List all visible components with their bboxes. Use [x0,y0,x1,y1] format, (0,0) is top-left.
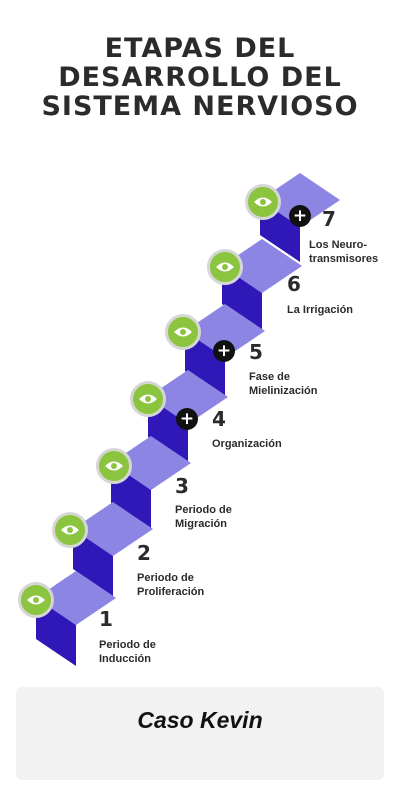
page-title: ETAPAS DEL DESARROLLO DEL SISTEMA NERVIO… [0,34,400,121]
step-3-label-line-1: Periodo de [175,504,232,516]
step-4-label: Organización [212,437,282,451]
title-line-3: SISTEMA NERVIOSO [41,91,359,122]
plus-icon: + [216,341,232,361]
step-7-eye-button[interactable] [245,184,281,220]
step-4-number: 4 [212,407,226,431]
step-1-label: Periodo de Inducción [99,638,156,666]
step-4-eye-button[interactable] [130,381,166,417]
step-5-label: Fase de Mielinización [249,370,317,398]
step-6-number: 6 [287,272,301,296]
title-line-2: DESARROLLO DEL [58,62,342,93]
step-2-label: Periodo de Proliferación [137,571,204,599]
step-3-label-line-2: Migración [175,518,227,530]
plus-icon: + [179,409,195,429]
step-2-eye-button[interactable] [52,512,88,548]
plus-icon: + [292,206,308,226]
step-1-label-line-2: Inducción [99,653,151,665]
step-5-label-line-1: Fase de [249,371,290,383]
eye-icon [216,262,234,272]
step-5-number: 5 [249,340,263,364]
step-2-number: 2 [137,541,151,565]
step-3-number: 3 [175,474,189,498]
eye-icon [254,197,272,207]
step-5-label-line-2: Mielinización [249,385,318,397]
step-7-label-line-2: transmisores [309,253,379,265]
step-3-label: Periodo de Migración [175,503,232,531]
case-kevin-label: Caso Kevin [137,707,263,733]
step-7-label-line-1: Los Neuro- [309,239,368,251]
case-kevin-card[interactable]: Caso Kevin [16,687,384,780]
title-line-1: ETAPAS DEL [104,33,296,64]
step-6-eye-button[interactable] [207,249,243,285]
stair-riser-1 [36,598,76,666]
step-5-eye-button[interactable] [165,314,201,350]
step-4-plus-button[interactable]: + [176,408,198,430]
step-7-plus-button[interactable]: + [289,205,311,227]
step-1-number: 1 [99,607,113,631]
eye-icon [174,327,192,337]
stair-riser-2 [73,529,113,596]
eye-icon [61,525,79,535]
step-4-label-line-1: Organización [212,438,282,450]
step-5-plus-button[interactable]: + [213,340,235,362]
step-6-label: La Irrigación [287,303,353,317]
step-3-eye-button[interactable] [96,448,132,484]
step-2-label-line-2: Proliferación [137,586,205,598]
eye-icon [27,595,45,605]
step-7-number: 7 [322,207,336,231]
step-1-label-line-1: Periodo de [99,639,156,651]
step-2-label-line-1: Periodo de [137,572,194,584]
eye-icon [105,461,123,471]
eye-icon [139,394,157,404]
step-1-eye-button[interactable] [18,582,54,618]
step-6-label-line-1: La Irrigación [287,304,354,316]
step-7-label: Los Neuro- transmisores [309,238,378,266]
stair-riser-5 [185,331,225,398]
